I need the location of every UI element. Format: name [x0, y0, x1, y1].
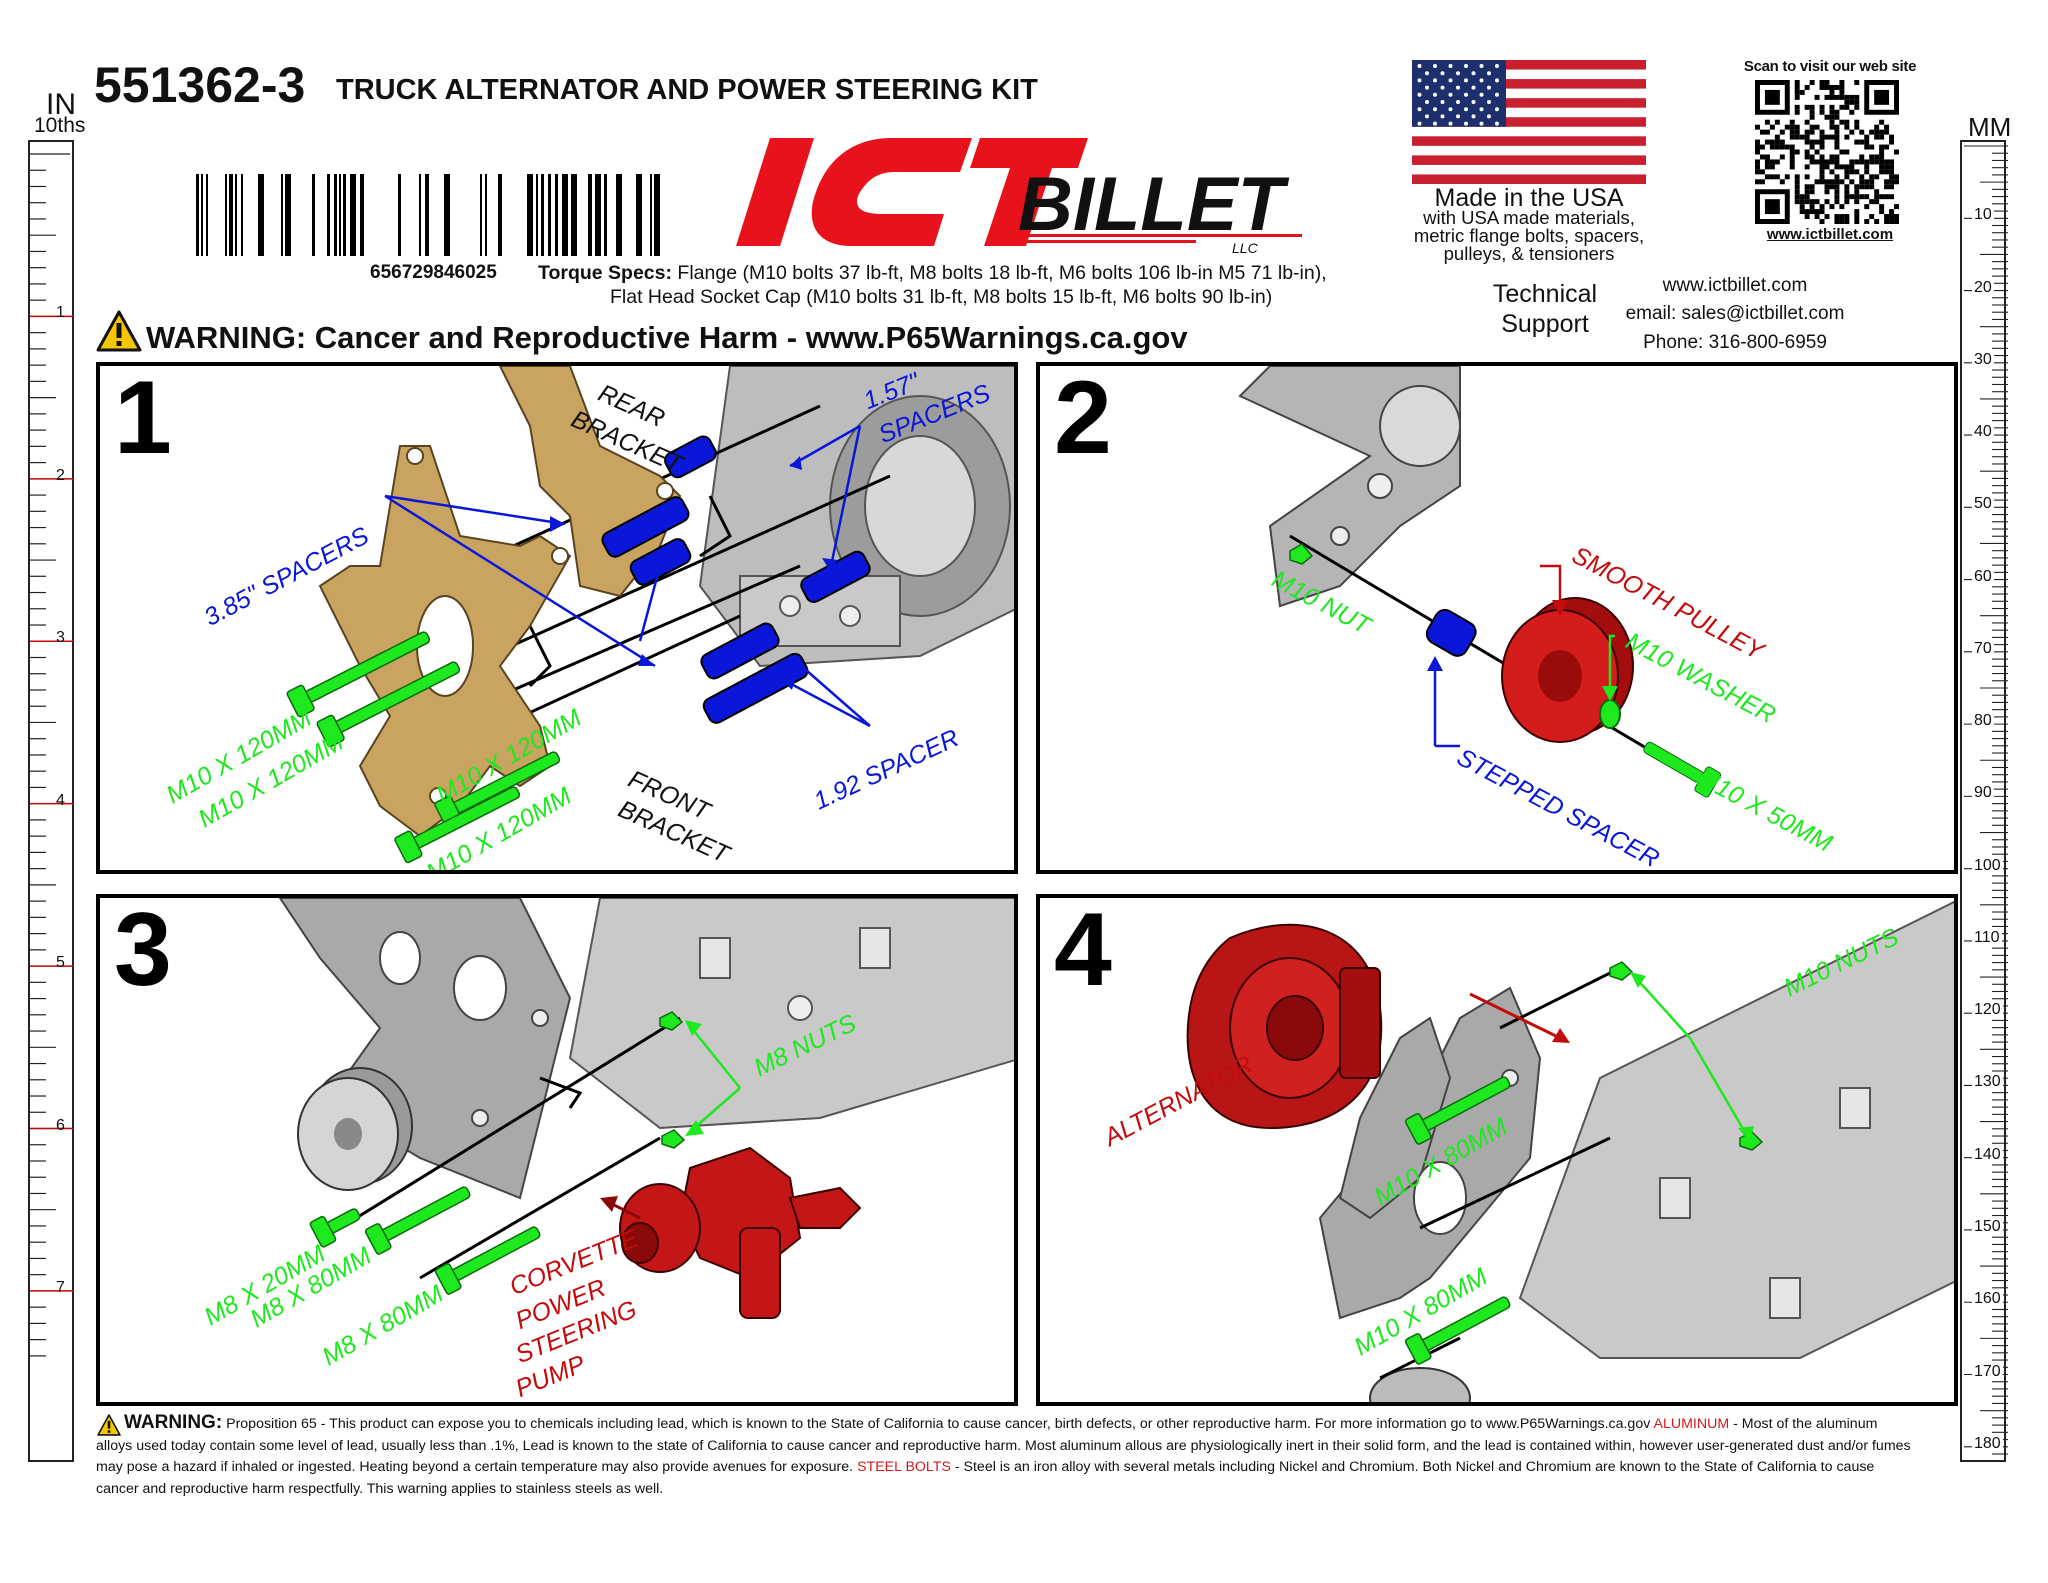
inch-mark-label: 2 — [56, 466, 65, 484]
mm-mark-label: 180 — [1972, 1434, 2003, 1453]
mm-mark-label: 140 — [1972, 1145, 2003, 1164]
qr-caption: Scan to visit our web site — [1743, 58, 1917, 75]
mm-mark-label: 90 — [1972, 784, 1994, 803]
mm-mark-label: 120 — [1972, 1001, 2003, 1020]
footer-steel-label: STEEL BOLTS — [857, 1459, 951, 1475]
made-in-usa-line2: metric flange bolts, spacers, — [1413, 225, 1645, 246]
bolts-illustration — [286, 631, 561, 864]
mm-mark-label: 30 — [1972, 350, 1994, 369]
logo-billet-text: BILLET — [1018, 162, 1290, 247]
m10-nut-illustration — [1289, 543, 1314, 565]
m10-bolts-illustration — [1404, 1076, 1511, 1365]
stepped-spacer-illustration — [1425, 608, 1477, 657]
inch-sub-unit-label: 10ths — [34, 114, 86, 137]
step-1-panel: 1 REAR BRACKET 1.57" SPACERS 3.85" SPACE… — [96, 362, 1018, 874]
torque-specs-label: Torque Specs: — [538, 262, 672, 284]
mm-unit-label: MM — [1968, 112, 2012, 142]
m8-bolts-illustration — [309, 1186, 541, 1295]
bracket-illustration — [278, 898, 572, 1200]
mm-mark-label: 170 — [1972, 1362, 2003, 1381]
mm-mark-label: 60 — [1972, 567, 1994, 586]
mm-mark-label: 50 — [1972, 495, 1994, 514]
inch-unit-label: IN — [46, 88, 76, 121]
torque-specs-flange: Flange (M10 bolts 37 lb-ft, M8 bolts 18 … — [677, 262, 1327, 284]
inch-mark-label: 6 — [56, 1116, 65, 1134]
spacers-illustration — [601, 435, 871, 724]
inch-mark-label: 7 — [56, 1278, 65, 1296]
mm-mark-label: 100 — [1972, 856, 2003, 875]
inch-mark-label: 3 — [56, 629, 65, 647]
mm-mark-label: 40 — [1972, 423, 1994, 442]
idler-pulley-illustration — [297, 1067, 413, 1191]
mm-mark-label: 10 — [1972, 206, 1994, 225]
step-number: 2 — [1054, 362, 1112, 476]
engine-block-illustration — [1518, 900, 1954, 1359]
bracket-arm-illustration — [1238, 366, 1461, 608]
barcode-number: 656729846025 — [370, 262, 497, 283]
qr-code[interactable] — [1755, 80, 1899, 224]
footer-warning-label: WARNING: — [124, 1412, 223, 1433]
mm-mark-label: 150 — [1972, 1217, 2003, 1236]
support-email[interactable]: email: sales@ictbillet.com — [1625, 303, 1845, 324]
mm-mark-label: 70 — [1972, 639, 1994, 658]
logo-llc-text: LLC — [1232, 240, 1259, 256]
torque-specs-line2: Flat Head Socket Cap (M10 bolts 31 lb-ft… — [610, 286, 1273, 308]
m8-nut-illustration — [659, 1011, 684, 1031]
smooth-pulley-illustration — [1501, 597, 1634, 743]
mm-mark-label: 160 — [1972, 1290, 2003, 1309]
warning-banner: WARNING: Cancer and Reproductive Harm - … — [146, 320, 1188, 355]
mm-mark-label: 130 — [1972, 1073, 2003, 1092]
made-in-usa-line1: with USA made materials, — [1423, 207, 1635, 228]
warning-triangle-icon — [96, 310, 142, 352]
kit-title: TRUCK ALTERNATOR AND POWER STEERING KIT — [336, 74, 1038, 106]
part-number: 551362-3 — [94, 57, 306, 113]
made-in-usa-title: Made in the USA — [1434, 184, 1624, 212]
step-number: 1 — [114, 362, 172, 476]
warning-triangle-icon — [97, 1414, 121, 1436]
step-number: 4 — [1054, 894, 1112, 1008]
mm-mark-label: 20 — [1972, 278, 1994, 297]
idler-pulley-illustration — [1369, 1367, 1471, 1402]
mm-mark-label: 110 — [1972, 928, 2002, 947]
torque-specs-line1: Torque Specs: Flange (M10 bolts 37 lb-ft… — [538, 262, 1327, 285]
alternator-illustration — [1186, 923, 1383, 1130]
made-in-usa-line3: pulleys, & tensioners — [1443, 243, 1615, 264]
usa-flag-icon — [1412, 60, 1646, 184]
m8-nut-illustration — [661, 1129, 686, 1149]
support-website[interactable]: www.ictbillet.com — [1662, 275, 1808, 296]
mm-mark-label: 80 — [1972, 712, 1994, 731]
qr-url[interactable]: www.ictbillet.com — [1766, 226, 1894, 243]
inch-ruler — [28, 140, 74, 1462]
footer-aluminum-label: ALUMINUM — [1653, 1416, 1730, 1432]
m10-washer-illustration — [1599, 699, 1621, 729]
inch-mark-label: 4 — [56, 791, 65, 809]
footer-aluminum-text: - Most of the aluminum alloys used today… — [96, 1416, 1911, 1475]
prop65-warning-text: WARNING: Proposition 65 - This product c… — [96, 1412, 1916, 1500]
bracket-illustration — [1318, 986, 1542, 1320]
step-4-panel: 4 M10 NUTS ALTERNATOR M10 X 80MM M10 X 8… — [1036, 894, 1958, 1406]
step-2-panel: 2 M10 NUT SMOOTH PULLEY M10 WASHER STEPP… — [1036, 362, 1958, 874]
ict-billet-logo: BILLET LLC — [736, 138, 1302, 256]
engine-block-illustration — [698, 366, 1014, 668]
step-3-panel: 3 M8 NUTS M8 X 20MM M8 X 80MM M8 X 80MM … — [96, 894, 1018, 1406]
footer-prop65: Proposition 65 - This product can expose… — [226, 1416, 1651, 1432]
step-number: 3 — [114, 894, 172, 1008]
support-label-line1: Technical — [1492, 280, 1598, 308]
inch-mark-label: 1 — [56, 304, 65, 322]
footer-steel-text: - Steel is an iron alloy with several me… — [96, 1459, 1875, 1497]
support-label-line2: Support — [1501, 310, 1589, 338]
m10-bolt-illustration — [1643, 741, 1722, 798]
inch-mark-label: 5 — [56, 954, 65, 972]
power-steering-pump-illustration — [619, 1146, 862, 1319]
barcode — [196, 174, 660, 256]
support-phone: Phone: 316-800-6959 — [1643, 332, 1827, 353]
engine-block-illustration — [568, 898, 1014, 1130]
